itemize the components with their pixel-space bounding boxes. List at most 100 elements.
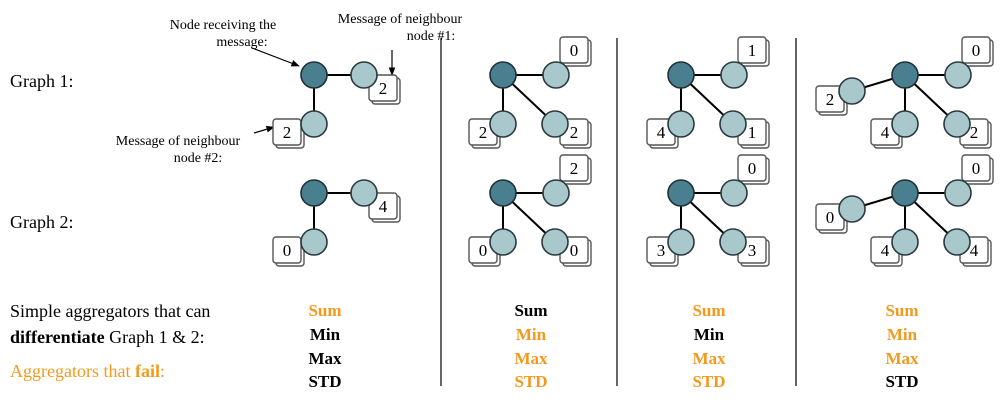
fail-prefix: Aggregators that (10, 361, 135, 381)
receiving-node (667, 61, 695, 89)
neighbour-node (720, 179, 748, 207)
message-box (737, 154, 767, 182)
neighbour-node (944, 61, 972, 89)
aggregator-sum-e3: Sum (692, 301, 726, 320)
fail-aggregators-label: Aggregators that fail: (10, 362, 165, 380)
annotation-neighbour-2: Message of neighbour node #2: (103, 133, 253, 167)
arrow-center (251, 47, 300, 67)
neighbour-node (350, 61, 378, 89)
receiving-node (667, 179, 695, 207)
message-value: 4 (657, 123, 666, 142)
neighbour-node (350, 179, 378, 207)
aggregator-std-e2: STD (514, 372, 548, 391)
receiving-node (300, 179, 328, 207)
neighbour-node (542, 61, 570, 89)
neighbour-node (944, 179, 972, 207)
neighbour-node (542, 179, 570, 207)
message-value: 0 (972, 41, 981, 60)
message-value: 0 (826, 208, 835, 227)
graph1-label: Graph 1: (10, 71, 74, 91)
neighbour-node (667, 110, 695, 138)
annotation-neighbour-2-line1: Message of neighbour (115, 134, 241, 149)
receiving-node (891, 179, 919, 207)
neighbour-node (300, 110, 328, 138)
neighbour-node (719, 110, 747, 138)
aggregator-max-e3: Max (692, 349, 726, 368)
neighbour-node (891, 110, 919, 138)
message-value: 0 (570, 241, 579, 260)
message-box (961, 36, 991, 64)
neighbour-node (720, 61, 748, 89)
neighbour-node (300, 228, 328, 256)
annotation-receiving-node-line2: message: (216, 35, 268, 50)
message-value: 3 (748, 241, 757, 260)
neighbour-node (891, 228, 919, 256)
aggregator-max-e4: Max (885, 349, 919, 368)
message-value: 4 (970, 241, 979, 260)
annotation-neighbour-1: Message of neighbour node #1: (325, 11, 475, 45)
message-value: 2 (283, 123, 292, 142)
neighbour-node (943, 228, 971, 256)
aggregator-sum-e1: Sum (308, 301, 342, 320)
message-value: 1 (748, 41, 757, 60)
graph2-label: Graph 2: (10, 212, 74, 232)
message-value: 2 (479, 123, 488, 142)
annotation-neighbour-2-line2: node #2: (173, 151, 223, 166)
aggregator-std-e1: STD (308, 372, 342, 391)
neighbour-node (943, 110, 971, 138)
message-value: 2 (379, 79, 388, 98)
message-value: 0 (570, 41, 579, 60)
aggregator-sum-e4: Sum (885, 301, 919, 320)
message-box (272, 118, 302, 146)
message-box (961, 154, 991, 182)
message-value: 2 (826, 90, 835, 109)
receiving-node (489, 61, 517, 89)
annotation-receiving-node: Node receiving the message: (148, 17, 298, 51)
simple-aggregators-line1: Simple aggregators that can (10, 301, 211, 321)
arrow-neighbour-2 (253, 125, 275, 134)
neighbour-node (541, 228, 569, 256)
aggregator-min-e3: Min (693, 325, 725, 344)
neighbour-node (489, 228, 517, 256)
annotation-neighbour-1-line2: node #1: (406, 29, 456, 44)
neighbour-node (838, 77, 866, 105)
aggregator-sum-e2: Sum (514, 301, 548, 320)
aggregator-std-e3: STD (692, 372, 726, 391)
message-value: 4 (379, 197, 388, 216)
graph-e4-g2: 0 0 4 4 (815, 154, 994, 267)
message-value: 0 (748, 159, 757, 178)
aggregator-max-e1: Max (308, 349, 342, 368)
receiving-node (489, 179, 517, 207)
aggregator-min-e2: Min (515, 325, 547, 344)
neighbour-node (719, 228, 747, 256)
differentiate-word: differentiate (10, 327, 105, 347)
message-value: 0 (972, 159, 981, 178)
message-value: 2 (970, 123, 979, 142)
neighbour-node (838, 195, 866, 223)
message-value: 0 (283, 241, 292, 260)
neighbour-node (541, 110, 569, 138)
fail-word: fail (134, 361, 160, 381)
simple-aggregators-rest: Graph 1 & 2: (104, 327, 205, 347)
neighbour-node (489, 110, 517, 138)
receiving-node (300, 61, 328, 89)
simple-aggregators-line2: differentiate Graph 1 & 2: (10, 328, 205, 346)
receiving-node (891, 61, 919, 89)
message-value: 4 (881, 123, 890, 142)
neighbour-node (667, 228, 695, 256)
aggregator-min-e1: Min (309, 325, 341, 344)
message-value: 0 (479, 241, 488, 260)
message-box (272, 236, 302, 264)
aggregator-min-e4: Min (886, 325, 918, 344)
annotation-neighbour-1-line1: Message of neighbour (337, 12, 463, 27)
message-value: 4 (881, 241, 890, 260)
aggregator-std-e4: STD (885, 372, 919, 391)
message-box (559, 154, 589, 182)
message-box (559, 36, 589, 64)
